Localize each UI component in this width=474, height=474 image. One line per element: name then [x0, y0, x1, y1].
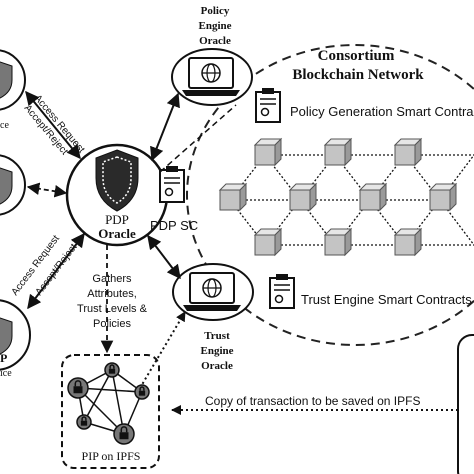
blockchain-blocks [218, 137, 458, 257]
ipfs-lock-nodes [67, 362, 150, 445]
blockchain-network-boundary [186, 44, 474, 346]
consortium-title-2: Blockchain Network [292, 67, 424, 83]
pdp-policy-engine-link [150, 92, 180, 162]
pdp-blockchain-dashed-link [159, 104, 237, 173]
pdp-oracle-label-2: Oracle [98, 226, 136, 241]
lock-icon [76, 414, 92, 430]
lock-icon [113, 423, 135, 445]
trust-engine-oracle-node [172, 263, 254, 321]
pdp-sc-label: PDP SC [150, 218, 198, 233]
pdp-oracle-label-1: PDP [105, 212, 129, 227]
left-label-top: ce [0, 120, 9, 131]
copy-transaction-label: Copy of transaction to be saved on IPFS [205, 394, 420, 408]
right-device [457, 334, 474, 474]
pdp-trust-engine-link [147, 234, 181, 280]
gathers-label-1: Gathers [92, 273, 132, 285]
pip-ipfs-boundary [61, 354, 160, 469]
left-device-top [0, 49, 26, 111]
lock-icon [134, 384, 150, 400]
block-cube [323, 227, 353, 257]
trust-contract-document-icon [269, 274, 295, 309]
trust-engine-label-1: Trust [204, 330, 230, 342]
pdp-sc-document-icon [159, 166, 185, 203]
policy-engine-label-2: Engine [198, 20, 231, 32]
gathers-label-4: Policies [93, 318, 131, 330]
block-cube [393, 137, 423, 167]
block-cube [288, 182, 318, 212]
consortium-title-1: Consortium [318, 48, 395, 64]
policy-generation-sc-label: Policy Generation Smart Contracts [290, 104, 474, 119]
trust-engine-label-2: Engine [200, 345, 233, 357]
trust-engine-sc-label: Trust Engine Smart Contracts [301, 292, 472, 307]
left-label-bottom-b: ice [0, 368, 12, 379]
policy-engine-label-3: Oracle [199, 35, 231, 47]
globe-icon [202, 278, 222, 298]
lock-icon [67, 377, 89, 399]
left-device-bottom [0, 299, 31, 371]
policy-engine-oracle-node [171, 48, 253, 106]
block-cube [253, 227, 283, 257]
policy-engine-label-1: Policy [201, 5, 230, 17]
trust-engine-label-3: Oracle [201, 360, 233, 372]
device-middle-pdp-link [26, 182, 68, 198]
block-cube [323, 137, 353, 167]
block-cube [358, 182, 388, 212]
globe-icon [201, 63, 221, 83]
gathers-label-2: Attributes, [87, 288, 137, 300]
device-top-pdp-link [25, 90, 81, 160]
block-cube [393, 227, 423, 257]
left-label-bottom-a: P [0, 351, 7, 365]
pip-on-ipfs-label: PIP on IPFS [82, 449, 141, 463]
block-cube [218, 182, 248, 212]
block-cube [428, 182, 458, 212]
shield-icon [95, 149, 139, 212]
gathers-label-3: Trust Levels & [77, 303, 148, 315]
contract-document-icon [255, 88, 281, 123]
block-cube [253, 137, 283, 167]
lock-icon [104, 362, 120, 378]
device-bottom-pdp-link [27, 232, 85, 310]
left-device-middle [0, 154, 26, 216]
pip-trust-dotted-link [139, 311, 186, 389]
